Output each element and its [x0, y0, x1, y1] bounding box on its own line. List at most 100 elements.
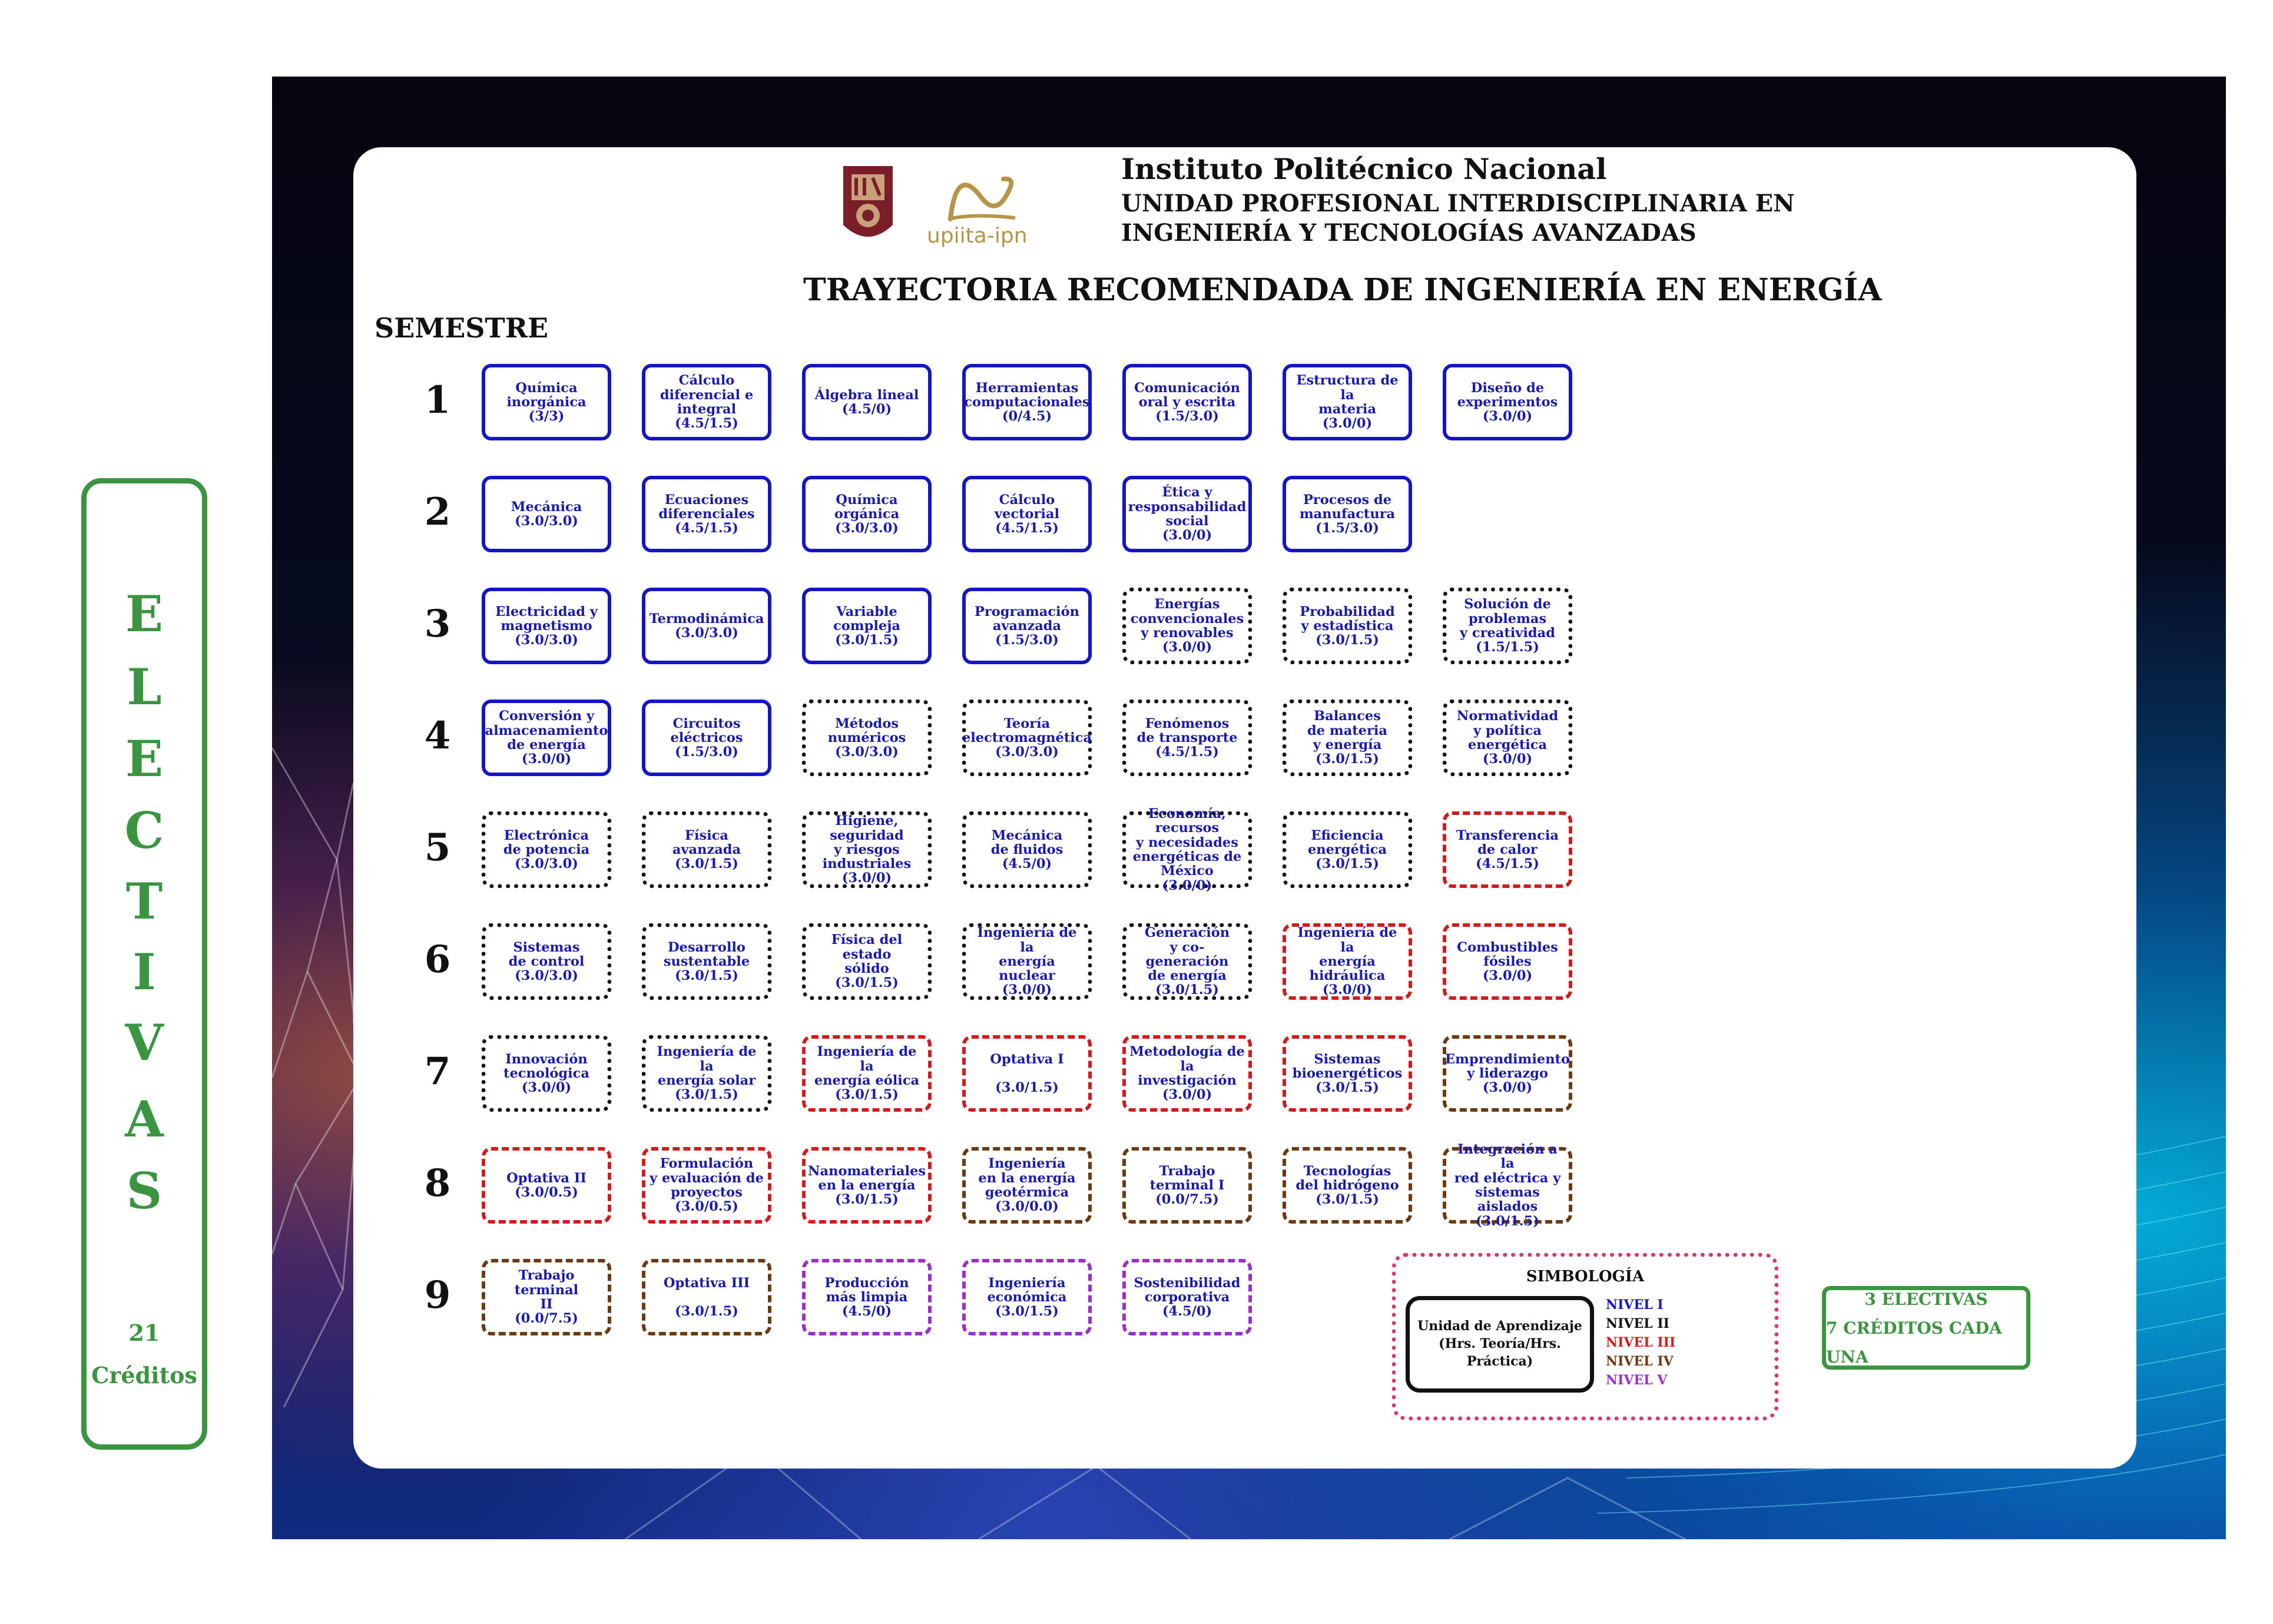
semester-number: 8: [424, 1161, 451, 1205]
legend-level-label: NIVEL V: [1606, 1373, 1668, 1388]
course-box: Métodos numéricos (3.0/3.0): [802, 700, 932, 776]
electivas-letter: E: [125, 730, 164, 788]
semester-number: 3: [424, 602, 451, 646]
legend-level-row: NIVEL V: [1606, 1373, 1777, 1390]
electivas-letter: I: [132, 943, 156, 1001]
course-box: Optativa II (3.0/0.5): [482, 1147, 611, 1224]
course-box: Economía, recursos y necesidades energét…: [1122, 807, 1252, 893]
course-box: Procesos de manufactura (1.5/3.0): [1283, 476, 1412, 552]
course-box: Ingeniería de la energía solar (3.0/1.5): [642, 1035, 771, 1112]
semester-number: 2: [424, 490, 451, 534]
legend-unit-hours: (Hrs. Teoría/Hrs. Práctica): [1439, 1336, 1561, 1369]
semester-number: 5: [424, 826, 451, 870]
semester-column-label: SEMESTRE: [375, 312, 549, 344]
legend-level-label: NIVEL I: [1606, 1297, 1664, 1313]
course-box: Ingeniería de la energía hidráulica (3.0…: [1283, 923, 1412, 1000]
course-box: Normatividad y política energética (3.0/…: [1443, 700, 1572, 776]
electivas-summary-box: 3 ELECTIVAS 7 CRÉDITOS CADA UNA: [1822, 1286, 2030, 1370]
course-box: Física del estado sólido (3.0/1.5): [802, 923, 932, 1000]
legend-level-label: NIVEL IV: [1606, 1354, 1674, 1369]
course-box: Física avanzada (3.0/1.5): [642, 811, 771, 888]
course-box: Tecnologías del hidrógeno (3.0/1.5): [1283, 1147, 1412, 1224]
course-box: Álgebra lineal (4.5/0): [802, 364, 932, 440]
course-box: Desarrollo sustentable (3.0/1.5): [642, 923, 771, 1000]
course-box: Innovación tecnológica (3.0/0): [482, 1035, 611, 1112]
course-box: Termodinámica (3.0/3.0): [642, 588, 771, 664]
course-box: Circuitos eléctricos (1.5/3.0): [642, 700, 771, 776]
legend-level-row: NIVEL IV: [1606, 1354, 1777, 1371]
course-box: Transferencia de calor (4.5/1.5): [1443, 811, 1572, 888]
legend-level-row: NIVEL III: [1606, 1335, 1777, 1353]
electivas-credits-label: Créditos: [91, 1362, 197, 1388]
electivas-count: 3 ELECTIVAS: [1864, 1289, 1988, 1309]
ipn-upiita-logo: upiita-ipn: [843, 166, 1028, 248]
course-box: Optativa I (3.0/1.5): [962, 1035, 1092, 1112]
electivas-sidebar: E L E C T I V A S 21 Créditos: [81, 478, 207, 1450]
electivas-credits-number: 21: [128, 1320, 160, 1346]
course-box: Trabajo terminal I (0.0/7.5): [1122, 1147, 1252, 1224]
semester-number: 7: [424, 1049, 451, 1093]
legend-unit-label: Unidad de Aprendizaje: [1417, 1318, 1582, 1334]
header-logos: upiita-ipn: [839, 154, 1039, 254]
course-box: Optativa III (3.0/1.5): [642, 1259, 771, 1335]
electivas-letter: L: [127, 658, 162, 716]
legend-level-label: NIVEL III: [1606, 1335, 1676, 1350]
page-title: TRAYECTORIA RECOMENDADA DE INGENIERÍA EN…: [803, 272, 1882, 308]
institution-name: Instituto Politécnico Nacional: [1121, 152, 1607, 186]
course-box: Solución de problemas y creatividad (1.5…: [1443, 588, 1572, 664]
course-box: Eficiencia energética (3.0/1.5): [1283, 811, 1412, 888]
course-box: Sistemas de control (3.0/3.0): [482, 923, 611, 1000]
course-box: Mecánica (3.0/3.0): [482, 476, 611, 552]
course-box: Ingeniería de la energía eólica (3.0/1.5…: [802, 1035, 932, 1112]
electivas-letter: C: [124, 801, 164, 860]
electivas-letter: E: [125, 585, 164, 643]
upiita-logo-mark: [947, 176, 1016, 221]
course-box: Ecuaciones diferenciales (4.5/1.5): [642, 476, 771, 552]
legend-box: SIMBOLOGÍA Unidad de Aprendizaje (Hrs. T…: [1392, 1253, 1778, 1420]
semester-number: 9: [424, 1273, 451, 1317]
electivas-credits: 7 CRÉDITOS CADA UNA: [1826, 1318, 2002, 1367]
course-box: Balances de materia y energía (3.0/1.5): [1283, 700, 1412, 776]
electivas-letter: T: [125, 872, 163, 930]
unit-name-line2: INGENIERÍA Y TECNOLOGÍAS AVANZADAS: [1121, 219, 1697, 247]
course-box: Electricidad y magnetismo (3.0/3.0): [482, 588, 611, 664]
course-box: Conversión y almacenamiento de energía (…: [482, 700, 611, 776]
course-box: Ingeniería económica (3.0/1.5): [962, 1259, 1092, 1335]
course-box: Emprendimiento y liderazgo (3.0/0): [1443, 1035, 1572, 1112]
course-box: Probabilidad y estadística (3.0/1.5): [1283, 588, 1412, 664]
upiita-logo-text: upiita-ipn: [927, 224, 1028, 248]
course-box: Teoría electromagnética (3.0/3.0): [962, 700, 1092, 776]
course-box: Química inorgánica (3/3): [482, 364, 611, 440]
electivas-letter: A: [125, 1090, 164, 1148]
semester-number: 4: [424, 714, 451, 758]
course-box: Sistemas bioenergéticos (3.0/1.5): [1283, 1035, 1412, 1112]
course-box: Combustibles fósiles (3.0/0): [1443, 923, 1572, 1000]
course-box: Diseño de experimentos (3.0/0): [1443, 364, 1572, 440]
course-box: Metodología de la investigación (3.0/0): [1122, 1035, 1252, 1112]
ipn-shield-logo: [843, 166, 893, 237]
course-box: Ingeniería en la energía geotérmica (3.0…: [962, 1147, 1092, 1224]
course-box: Producción más limpia (4.5/0): [802, 1259, 932, 1335]
legend-level-row: NIVEL II: [1606, 1316, 1777, 1334]
course-box: Cálculo diferencial e integral (4.5/1.5): [642, 364, 771, 440]
course-box: Programación avanzada (1.5/3.0): [962, 588, 1092, 664]
legend-level-label: NIVEL II: [1606, 1316, 1669, 1331]
course-box: Integración a la red eléctrica y sistema…: [1443, 1142, 1572, 1228]
unit-name-line1: UNIDAD PROFESIONAL INTERDISCIPLINARIA EN: [1121, 190, 1795, 217]
course-box: Comunicación oral y escrita (1.5/3.0): [1122, 364, 1252, 440]
semester-number: 6: [424, 937, 451, 982]
course-box: Fenómenos de transporte (4.5/1.5): [1122, 700, 1252, 776]
course-box: Herramientas computacionales (0/4.5): [962, 364, 1092, 440]
course-box: Generación y co-generación de energía (3…: [1122, 923, 1252, 1000]
legend-title: SIMBOLOGÍA: [1526, 1268, 1645, 1285]
course-box: Formulación y evaluación de proyectos (3…: [642, 1147, 771, 1224]
course-box: Mecánica de fluidos (4.5/0): [962, 811, 1092, 888]
legend-level-row: NIVEL I: [1606, 1297, 1777, 1315]
course-box: Nanomateriales en la energía (3.0/1.5): [802, 1147, 932, 1224]
course-box: Ingeniería de la energía nuclear (3.0/0): [962, 923, 1092, 1000]
course-box: Higiene, seguridad y riesgos industriale…: [802, 811, 932, 888]
electivas-letter: V: [125, 1013, 164, 1072]
course-box: Ética y responsabilidad social (3.0/0): [1122, 476, 1252, 552]
course-box: Electrónica de potencia (3.0/3.0): [482, 811, 611, 888]
course-box: Variable compleja (3.0/1.5): [802, 588, 932, 664]
